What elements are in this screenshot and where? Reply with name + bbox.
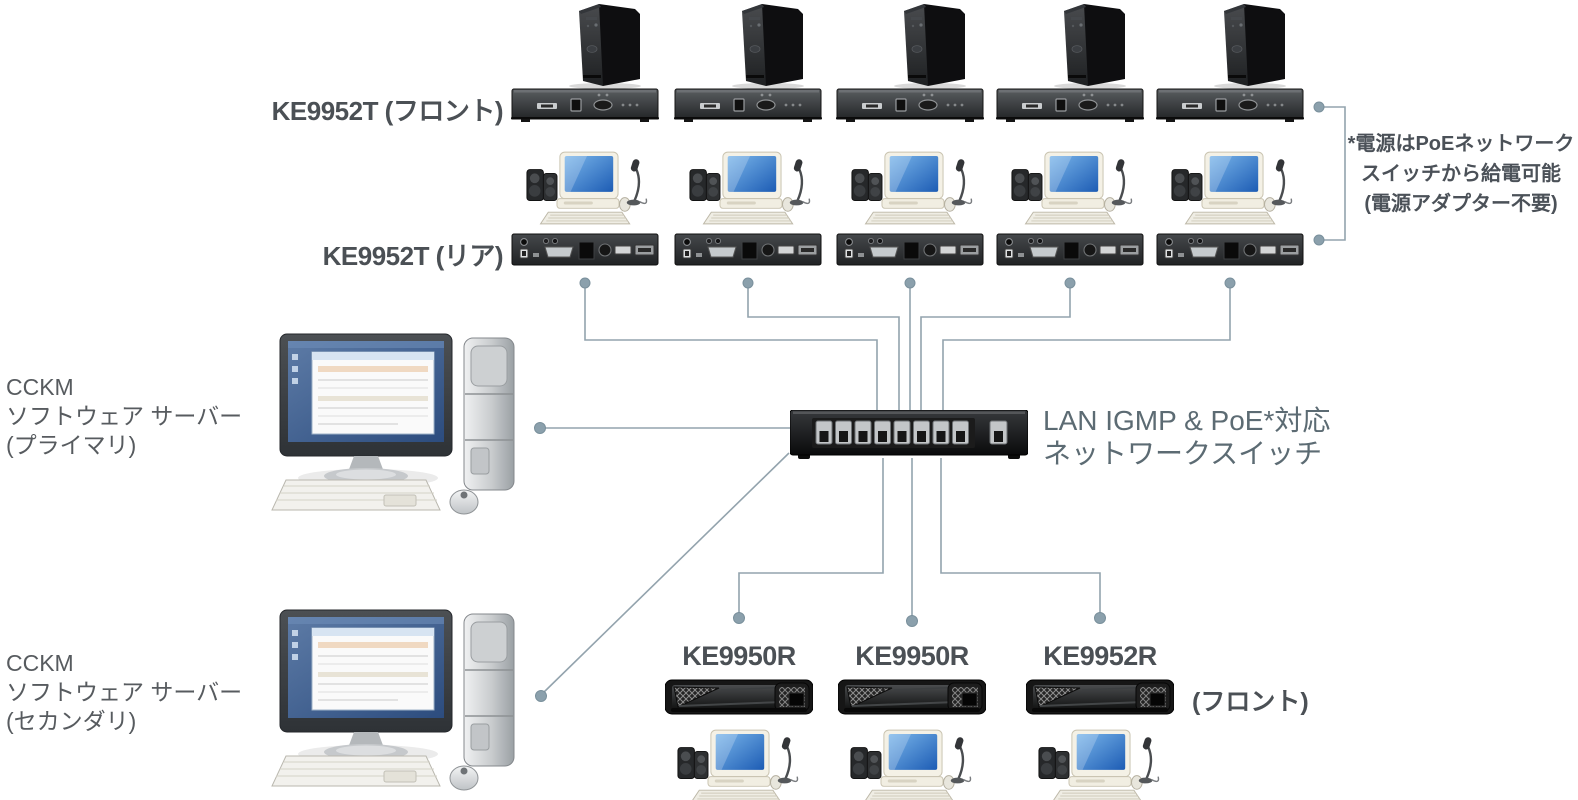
ke9952t-rear-unit — [1156, 233, 1304, 267]
workstation-icon — [1170, 146, 1296, 228]
ke9952t-front-unit — [996, 88, 1144, 122]
ke9952t-front-unit — [836, 88, 984, 122]
server-tower-icon — [1040, 1, 1135, 89]
switch-label-line1: LAN IGMP & PoE*対応 — [1043, 405, 1331, 436]
workstation-icon — [525, 146, 651, 228]
ke9950r-unit — [838, 678, 986, 716]
ke9952t-rear-unit — [674, 233, 822, 267]
power-note-line1: *電源はPoEネットワーク — [1347, 133, 1575, 155]
workstation-icon — [1010, 146, 1136, 228]
ke9952r-unit — [1026, 678, 1174, 716]
server-tower-icon — [718, 1, 813, 89]
cckm-primary-line2: ソフトウェア サーバー — [6, 403, 243, 429]
tx-rear-label: KE9952T (リア) — [322, 241, 504, 271]
cckm-secondary-line3: (セカンダリ) — [6, 708, 137, 734]
receiver-label: KE9950R — [682, 641, 796, 671]
receiver-label: KE9950R — [855, 641, 969, 671]
receiver-front-note: (フロント) — [1192, 688, 1309, 716]
receiver-label: KE9952R — [1043, 641, 1157, 671]
server-tower-icon — [555, 1, 650, 89]
switch-label: LAN IGMP & PoE*対応 ネットワークスイッチ — [1043, 404, 1330, 470]
cckm-primary-line3: (プライマリ) — [6, 432, 137, 458]
cckm-secondary-line1: CCKM — [6, 650, 74, 676]
cckm-primary-label: CCKM ソフトウェア サーバー (プライマリ) — [6, 373, 242, 460]
workstation-icon — [1037, 724, 1163, 800]
workstation-icon — [849, 724, 975, 800]
ke9952t-front-unit — [1156, 88, 1304, 122]
workstation-icon — [850, 146, 976, 228]
power-note-line2: スイッチから給電可能 — [1361, 163, 1561, 185]
ke9950r-unit — [665, 678, 813, 716]
ke9952t-front-unit — [511, 88, 659, 122]
workstation-icon — [676, 724, 802, 800]
cckm-primary-line1: CCKM — [6, 374, 74, 400]
ke9952t-rear-unit — [996, 233, 1144, 267]
ke9952t-rear-unit — [511, 233, 659, 267]
cckm-secondary-line2: ソフトウェア サーバー — [6, 679, 243, 705]
server-tower-icon — [880, 1, 975, 89]
ke9952t-front-unit — [674, 88, 822, 122]
cckm-server-primary-icon — [268, 330, 518, 520]
cckm-server-secondary-icon — [268, 606, 518, 796]
server-tower-icon — [1200, 1, 1295, 89]
workstation-icon — [688, 146, 814, 228]
power-note-line3: (電源アダプター不要) — [1364, 193, 1558, 215]
network-switch-icon — [790, 410, 1028, 460]
tx-front-label: KE9952T (フロント) — [271, 96, 504, 126]
ke9952t-rear-unit — [836, 233, 984, 267]
power-note: *電源はPoEネットワーク スイッチから給電可能 (電源アダプター不要) — [1346, 129, 1576, 219]
switch-label-line2: ネットワークスイッチ — [1043, 438, 1323, 469]
cckm-secondary-label: CCKM ソフトウェア サーバー (セカンダリ) — [6, 649, 242, 736]
